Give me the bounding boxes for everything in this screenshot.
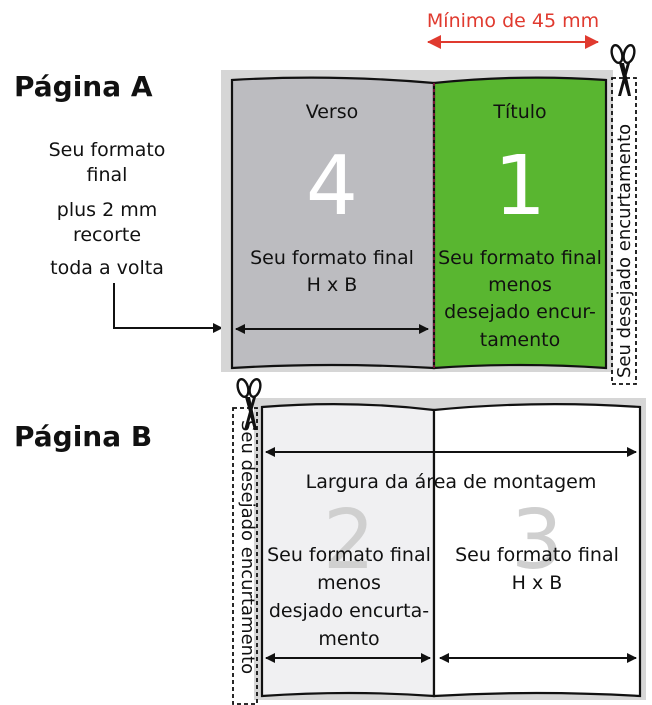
page-3-text-line: H x B xyxy=(512,572,563,594)
verso-heading: Verso xyxy=(306,101,359,123)
page-number-2: 2 xyxy=(323,493,375,588)
bleed-label-line: Seu formato xyxy=(49,139,166,161)
page-3-panel xyxy=(432,403,642,698)
page-2-text-line: menos xyxy=(317,572,381,594)
title-text-line: Seu formato final xyxy=(438,247,602,269)
title-text-line: tamento xyxy=(480,329,560,351)
bleed-label-line: recorte xyxy=(73,224,141,246)
page-3-text-line: Seu formato final xyxy=(455,544,619,566)
scissors-icon xyxy=(610,44,636,96)
page-2-text-line: mento xyxy=(318,628,379,650)
title-text-line: menos xyxy=(488,274,552,296)
page-number-4: 4 xyxy=(306,139,358,234)
bleed-label: Seu formato final plus 2 mm recorte toda… xyxy=(49,139,166,279)
page-b-title: Página B xyxy=(14,420,152,453)
verso-text-line: Seu formato final xyxy=(250,247,414,269)
page-b-trim-strip xyxy=(232,407,258,705)
page-2-text-line: desjado encurta- xyxy=(269,600,429,622)
title-heading: Título xyxy=(492,101,546,123)
verso-text-line: H x B xyxy=(307,274,358,296)
page-number-3: 3 xyxy=(511,493,563,588)
page-b-trim-label: Seu desejado encurtamento xyxy=(237,420,258,674)
bleed-label-line: plus 2 mm xyxy=(57,199,157,221)
bleed-label-line: final xyxy=(87,164,128,186)
page-2-text-line: Seu formato final xyxy=(267,544,431,566)
page-a-title: Página A xyxy=(14,70,153,103)
page-a-trim-label: Seu desejado encurtamento xyxy=(614,124,635,378)
mount-width-label: Largura da área de montagem xyxy=(306,471,597,493)
page-a-trim-strip xyxy=(611,77,637,385)
min-width-label: Mínimo de 45 mm xyxy=(427,10,599,32)
bleed-leader-arrow xyxy=(113,283,223,333)
title-panel xyxy=(432,76,608,370)
page-number-1: 1 xyxy=(494,139,546,234)
bleed-label-line: toda a volta xyxy=(50,257,164,279)
title-text-line: desejado encur- xyxy=(444,301,596,323)
scissors-icon xyxy=(236,378,262,430)
